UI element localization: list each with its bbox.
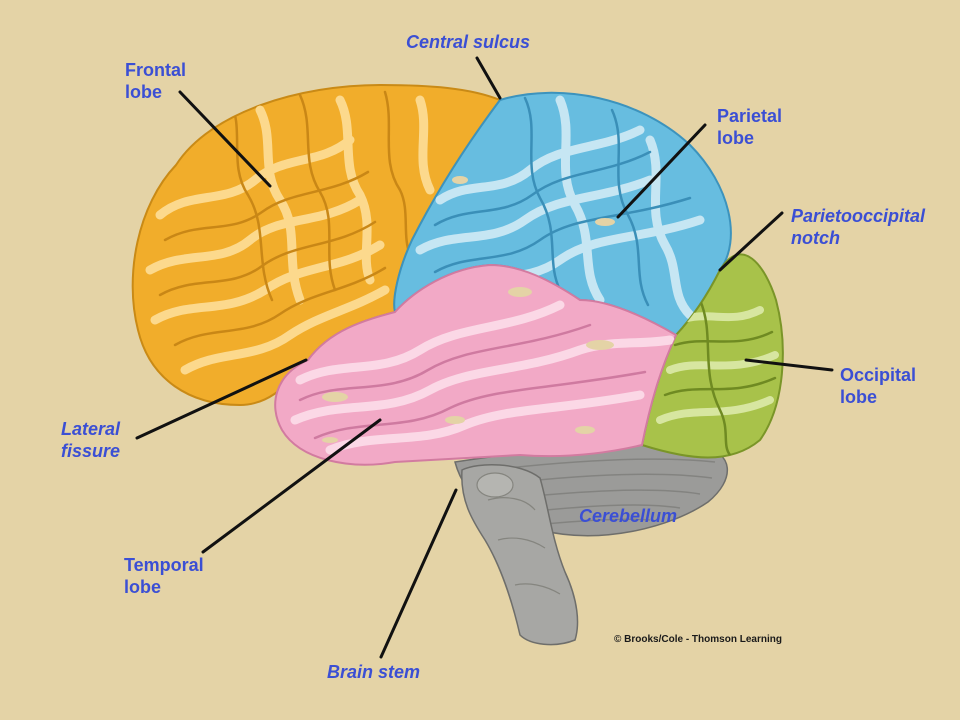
leader-frontal-lobe bbox=[178, 90, 272, 188]
lateral-fissure-label: Lateral fissure bbox=[61, 418, 120, 462]
leader-temporal-lobe bbox=[201, 418, 382, 554]
parietooccipital-notch-label-line1: Parietooccipital bbox=[791, 206, 926, 226]
frontal-lobe-label: Frontal lobe bbox=[125, 59, 186, 103]
leader-central-sulcus bbox=[475, 56, 502, 100]
leader-lateral-fissure bbox=[135, 358, 308, 440]
cerebellum-label: Cerebellum bbox=[579, 506, 678, 526]
temporal-lobe-label-line2: lobe bbox=[124, 577, 162, 597]
leader-parietal-lobe bbox=[616, 123, 707, 219]
central-sulcus-label: Central sulcus bbox=[406, 32, 531, 52]
occipital-lobe-label-line1: Occipital bbox=[840, 365, 917, 385]
lateral-fissure-label-line1: Lateral bbox=[61, 419, 121, 439]
temporal-lobe-label-line1: Temporal bbox=[124, 555, 204, 575]
temporal-lobe-label: Temporal lobe bbox=[124, 554, 204, 598]
occipital-lobe-label: Occipital lobe bbox=[840, 364, 916, 408]
occipital-lobe-label-line2: lobe bbox=[840, 387, 878, 407]
leader-brain-stem bbox=[379, 488, 458, 659]
leader-parietooccipital-notch bbox=[718, 211, 784, 272]
parietooccipital-notch-label: Parietooccipital notch bbox=[791, 205, 925, 249]
frontal-lobe-label-line2: lobe bbox=[125, 82, 163, 102]
lateral-fissure-label-line2: fissure bbox=[61, 441, 121, 461]
brain-stem-shape bbox=[461, 464, 579, 646]
parietal-lobe-label: Parietal lobe bbox=[717, 105, 782, 149]
leader-occipital-lobe bbox=[744, 358, 834, 372]
parietooccipital-notch-label-line2: notch bbox=[791, 228, 840, 248]
parietal-lobe-label-line2: lobe bbox=[717, 128, 755, 148]
frontal-lobe-label-line1: Frontal bbox=[125, 60, 186, 80]
parietal-lobe-label-line1: Parietal bbox=[717, 106, 783, 126]
brain-stem-label: Brain stem bbox=[327, 662, 421, 682]
copyright-credit: © Brooks/Cole - Thomson Learning bbox=[614, 634, 782, 645]
temporal-lobe-shape bbox=[274, 263, 678, 466]
